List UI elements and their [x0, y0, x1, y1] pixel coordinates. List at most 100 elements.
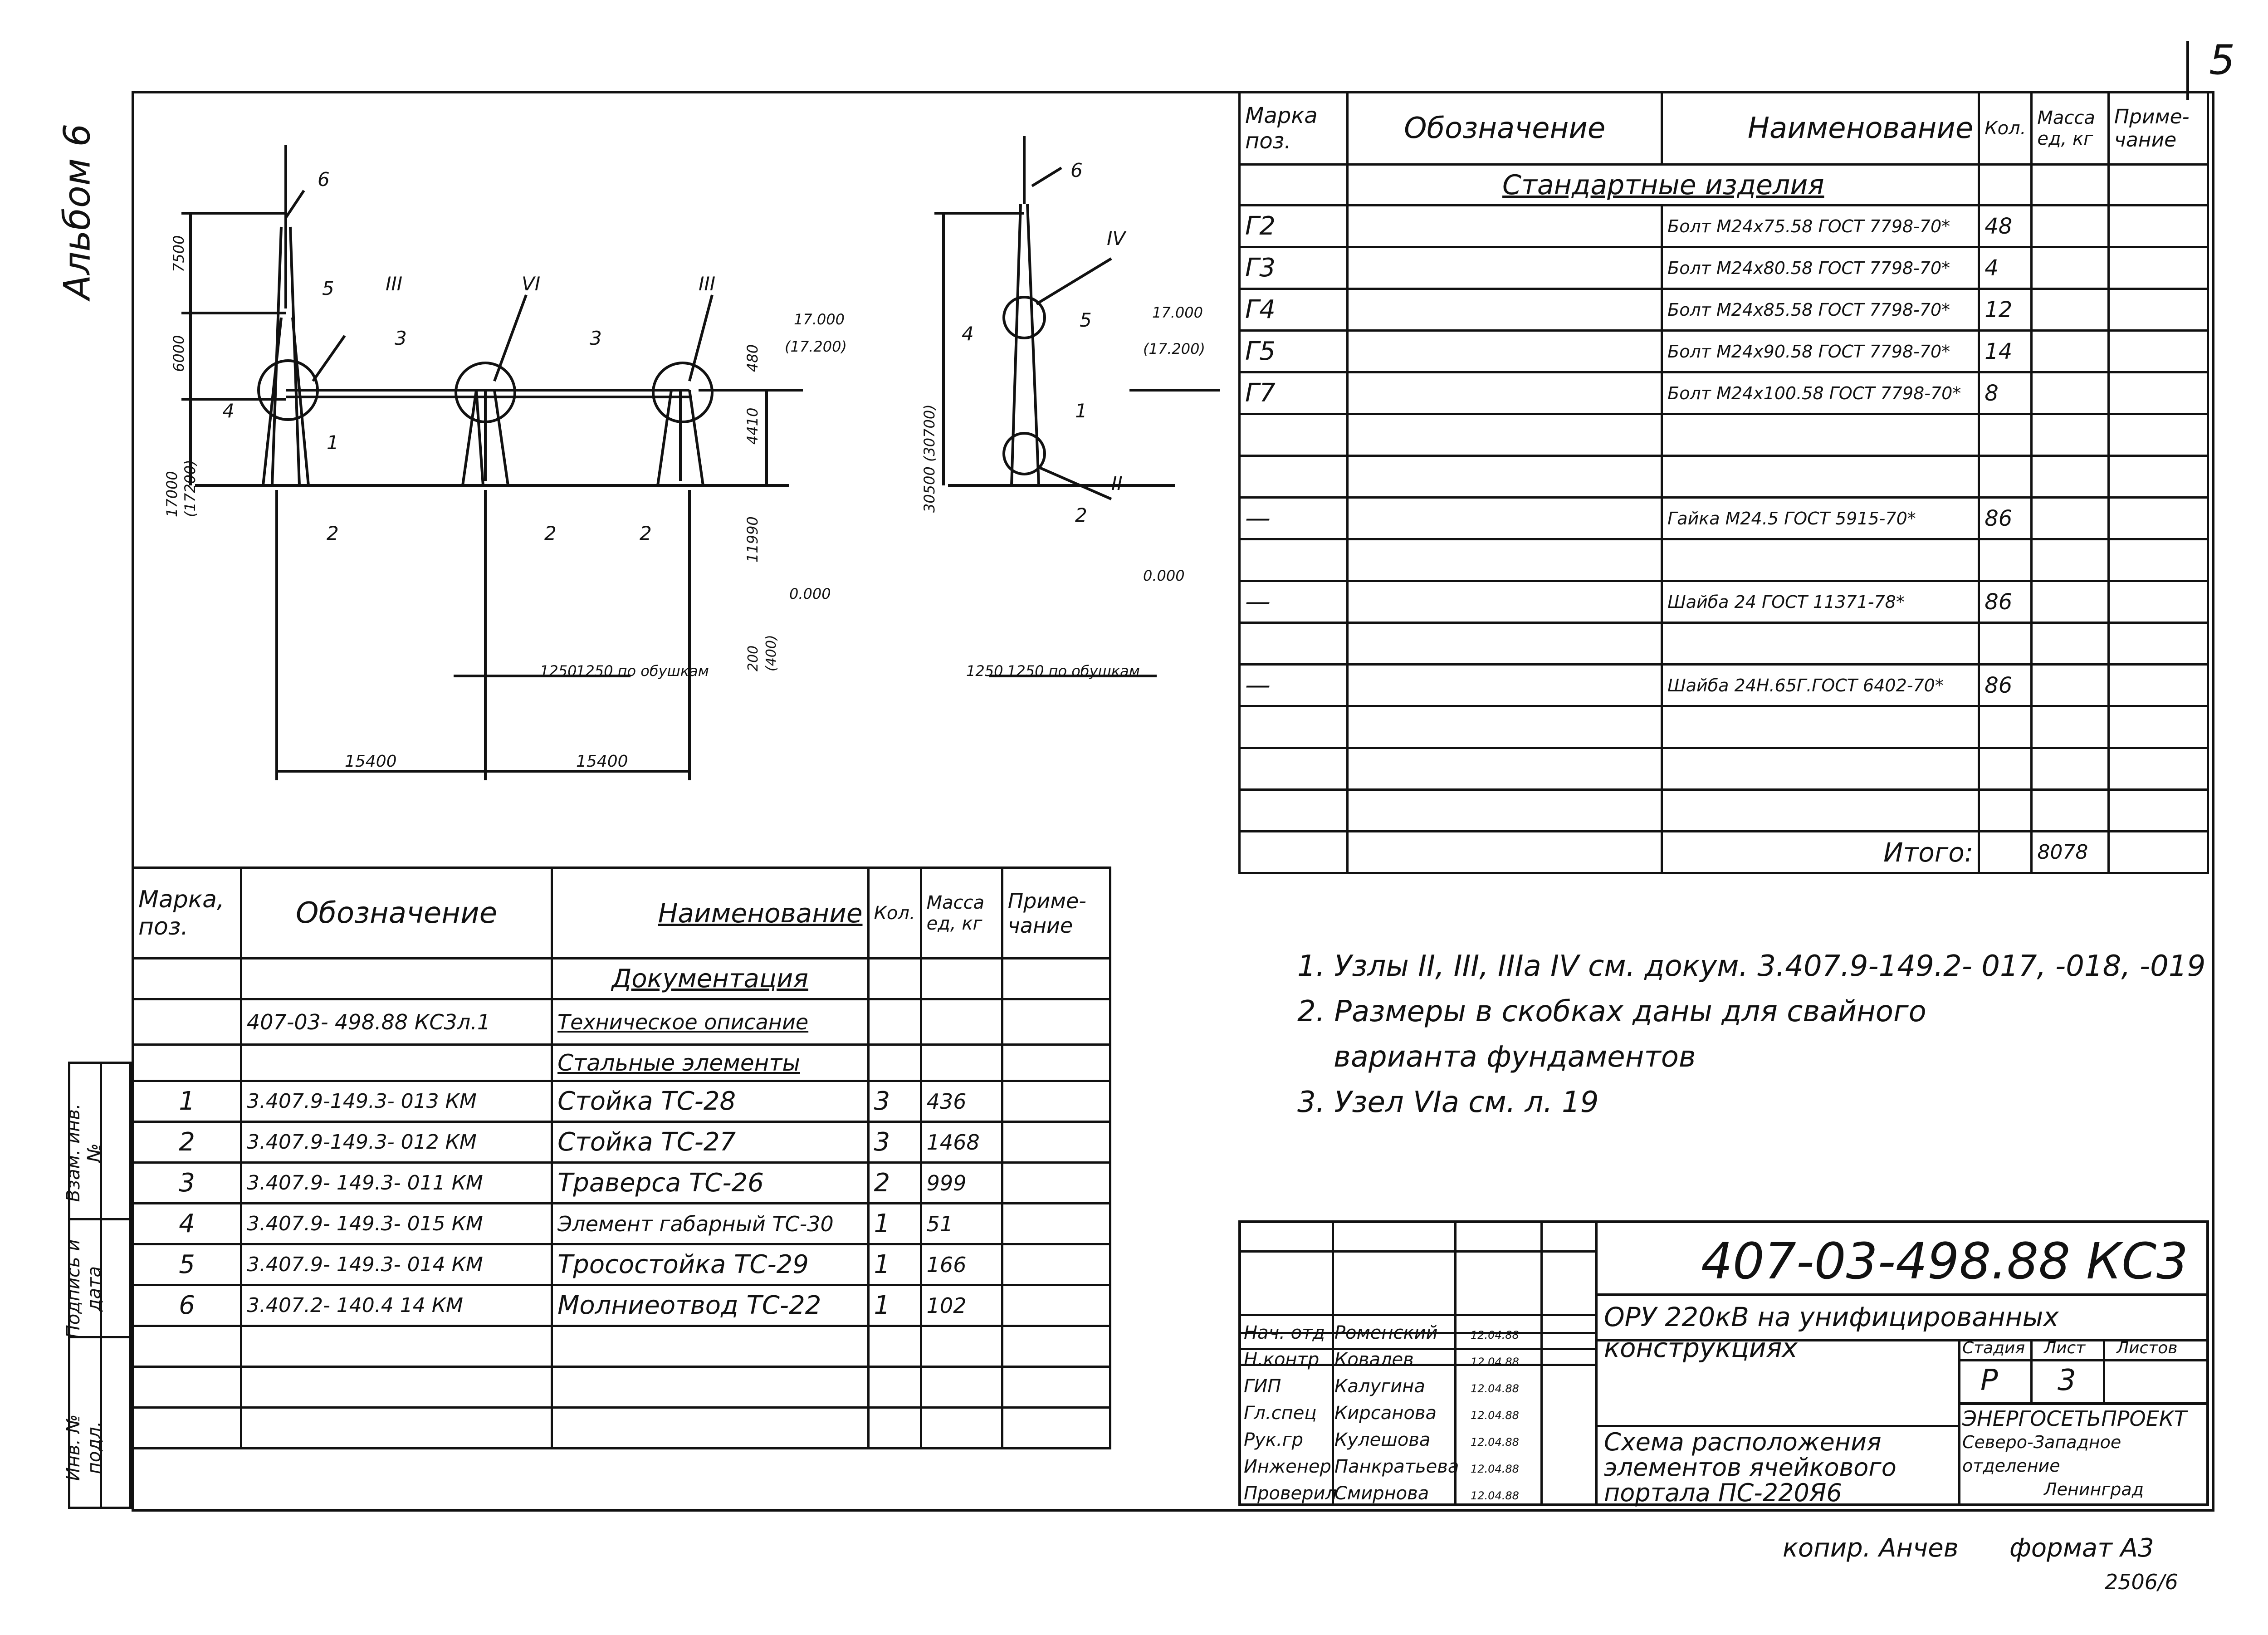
section-standard: Стандартные изделия — [1346, 163, 1980, 206]
footer-copy: копир. Анчев — [1783, 1533, 1959, 1563]
footer-stamp: 2506/6 — [2105, 1570, 2178, 1594]
dim-1250-c: 1250 — [966, 662, 1003, 680]
section-documentation: Документация — [551, 957, 870, 1000]
elev-top-2: 17.000 — [1152, 304, 1203, 321]
note-2-cont: варианта фундаментов — [1334, 1040, 1696, 1074]
dim-1250-d: 1250 по обушкам — [1007, 662, 1140, 680]
mark-6-side: 6 — [1070, 159, 1083, 181]
span-1: 15400 — [345, 752, 397, 771]
col-note: Приме- чание — [2107, 91, 2209, 166]
note-2: 2. Размеры в скобках даны для свайного — [1297, 995, 1926, 1028]
sheet-value: 3 — [2058, 1364, 2076, 1397]
node-iiia-label: III — [699, 273, 715, 295]
total-row: Итого:8078 — [1238, 830, 2209, 874]
mark-2-side: 2 — [1075, 504, 1087, 526]
node-iii-label: III — [386, 273, 402, 295]
col-mark: Марка поз. — [1238, 91, 1349, 166]
portal-drawing: 6 5 3 3 4 1 2 2 2 6 5 4 1 2 III VI III I… — [163, 136, 1220, 780]
stamp-podpis: Подпись и дата — [63, 1239, 105, 1339]
sheet-title: Схема расположения элементов ячейкового … — [1604, 1428, 1897, 1507]
notes: 1. Узлы II, III, IIIа IV см. докум. 3.40… — [1297, 944, 2205, 1125]
dim-11990: 11990 — [744, 516, 761, 563]
col-qty: Кол. — [1978, 91, 2033, 166]
elev-zero-1: 0.000 — [789, 585, 831, 602]
spec-top-header: Марка поз. Обозначение Наименование Кол.… — [1238, 91, 2209, 166]
footer-format: формат А3 — [2009, 1533, 2154, 1563]
note-3: 3. Узел VIа см. л. 19 — [1297, 1086, 1599, 1119]
table-row: —Шайба 24Н.65Г.ГОСТ 6402-70*86 — [1238, 663, 2209, 707]
mark-4-label: 4 — [222, 400, 235, 422]
org-name: ЭНЕРГОСЕТЬПРОЕКТ Северо-Западное отделен… — [1962, 1406, 2187, 1499]
col-mass: Масса ед, кг — [2030, 91, 2110, 166]
mark-3-label-b: 3 — [590, 327, 602, 349]
spec-table-bottom: Марка, поз. Обозначение Наименование Кол… — [131, 866, 1112, 1449]
drawing-frame — [132, 91, 2214, 1512]
side-stamp-column: Инв. № подл. Подпись и дата Взам. инв. № — [63, 1062, 132, 1509]
stamp-inv-podl: Инв. № подл. — [63, 1414, 105, 1481]
spec-table-top: Марка поз. Обозначение Наименование Кол.… — [1238, 91, 2209, 874]
elev-top-1b: (17.200) — [785, 338, 847, 355]
dim-7500: 7500 — [170, 235, 187, 272]
elev-top-1: 17.000 — [794, 311, 845, 328]
mark-1-label: 1 — [327, 431, 339, 454]
dim-17000: 17000 — [163, 471, 181, 517]
col-code: Обозначение — [1346, 91, 1663, 166]
sheet-number-divider — [2186, 41, 2189, 100]
node-iv-label: IV — [1107, 227, 1127, 250]
mark-2-label-c: 2 — [640, 522, 652, 544]
mark-2-label-b: 2 — [544, 522, 557, 544]
dim-6000: 6000 — [170, 335, 187, 372]
dim-4410: 4410 — [744, 408, 761, 445]
dim-30500: 30500 (30700) — [921, 404, 938, 513]
node-via-label: VI — [522, 273, 540, 295]
project-name: ОРУ 220кВ на унифицированных конструкция… — [1604, 1302, 2059, 1363]
node-ii-label: II — [1111, 472, 1123, 494]
total-value: 8078 — [2030, 830, 2110, 874]
mark-5-label: 5 — [322, 277, 334, 299]
album-label: Альбом 6 — [56, 123, 98, 300]
stamp-vzam: Взам. инв. № — [63, 1103, 105, 1202]
col-name: Наименование — [1661, 91, 1980, 166]
table-row: —Гайка М24.5 ГОСТ 5915-70*86 — [1238, 496, 2209, 540]
mark-3-label-a: 3 — [395, 327, 407, 349]
sheets-label: Листов — [2116, 1339, 2178, 1357]
elev-zero-2: 0.000 — [1143, 567, 1185, 584]
mark-5-side: 5 — [1080, 309, 1092, 331]
sheet-number: 5 — [2209, 36, 2235, 84]
dim-200: 200 — [745, 646, 761, 671]
dim-17200: (17200) — [181, 460, 199, 517]
mark-2-label-a: 2 — [327, 522, 339, 544]
note-1: 1. Узлы II, III, IIIа IV см. докум. 3.40… — [1297, 950, 2206, 983]
mark-1-side: 1 — [1075, 400, 1087, 422]
doc-code: 407-03-498.88 КС3 — [1701, 1232, 2188, 1290]
stage-value: Р — [1980, 1364, 1998, 1397]
spec-bottom-header: Марка, поз. Обозначение Наименование Кол… — [131, 866, 1112, 959]
dim-400: (400) — [763, 635, 779, 671]
sheet-label: Лист — [2044, 1339, 2086, 1357]
table-row: —Шайба 24 ГОСТ 11371-78*86 — [1238, 580, 2209, 624]
section-steel: Стальные элементы — [551, 1043, 870, 1082]
stage-label: Стадия — [1962, 1339, 2025, 1357]
span-2: 15400 — [576, 752, 628, 771]
dim-1250-a: 1250 — [540, 662, 577, 680]
elev-top-2b: (17.200) — [1143, 340, 1205, 357]
dim-480: 480 — [744, 344, 761, 372]
mark-4-side: 4 — [962, 323, 974, 345]
